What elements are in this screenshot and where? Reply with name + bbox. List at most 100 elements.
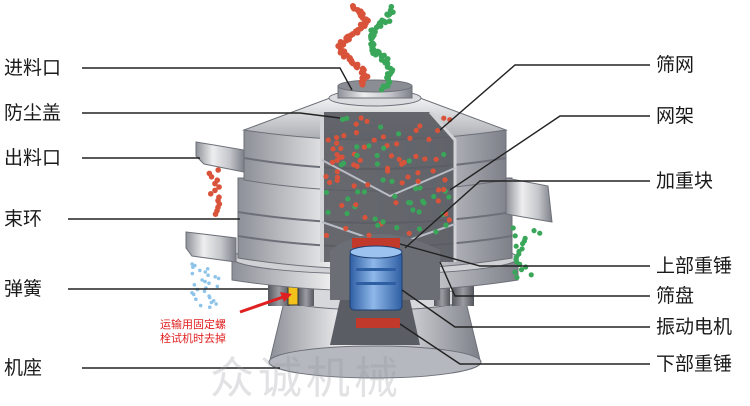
particle: [203, 279, 207, 284]
particle: [431, 193, 437, 200]
particle: [372, 216, 378, 222]
particle: [395, 131, 402, 137]
particle: [442, 177, 448, 183]
particle: [194, 297, 198, 302]
particle: [528, 272, 534, 278]
particle: [375, 48, 381, 55]
particle: [416, 226, 423, 232]
upper-weight-block: [352, 238, 400, 248]
particle: [446, 194, 452, 200]
particle: [330, 146, 336, 152]
particle: [216, 184, 222, 190]
right-outlet-spout: [505, 177, 553, 223]
particle: [426, 136, 432, 143]
particle: [340, 160, 347, 166]
particle: [354, 29, 361, 36]
particle: [215, 284, 220, 289]
particle: [410, 207, 416, 213]
particle: [351, 183, 357, 189]
particle: [441, 186, 447, 193]
particle: [364, 118, 370, 124]
particle: [200, 278, 204, 282]
particle: [361, 144, 367, 150]
particle: [375, 222, 381, 228]
particle: [353, 121, 359, 127]
particle: [422, 156, 428, 162]
particle: [212, 211, 219, 217]
particle: [371, 137, 377, 143]
lower-weight-block: [356, 318, 400, 328]
particle: [216, 276, 221, 281]
particle: [329, 159, 336, 165]
particle: [518, 267, 525, 273]
particle: [202, 289, 207, 294]
particle: [333, 134, 340, 141]
particle: [361, 189, 368, 195]
base-body: [268, 285, 482, 379]
particle: [351, 162, 357, 168]
particle: [512, 269, 518, 275]
particle: [380, 219, 386, 225]
particle: [396, 156, 402, 163]
particle: [380, 134, 386, 140]
particle: [355, 189, 361, 195]
particle: [388, 153, 395, 159]
particle: [215, 167, 221, 173]
particle: [198, 268, 202, 273]
particle: [366, 232, 372, 238]
particle: [435, 187, 442, 193]
particle: [362, 214, 368, 221]
particle: [380, 177, 386, 183]
label-spring: 弹簧: [4, 278, 43, 300]
label-clamp-ring: 束环: [4, 208, 43, 230]
particle: [413, 127, 419, 133]
particle: [323, 232, 330, 239]
label-base: 机座: [4, 357, 43, 379]
particle: [378, 86, 385, 93]
particle: [374, 152, 380, 159]
particle: [416, 209, 422, 215]
particle: [357, 157, 363, 163]
particle: [415, 170, 421, 176]
particle: [208, 174, 215, 180]
particle: [433, 229, 439, 235]
particle: [207, 305, 212, 310]
particle: [368, 27, 374, 34]
particle: [209, 300, 214, 305]
particle: [339, 116, 346, 123]
note-line-2: 栓试机时去掉: [160, 332, 226, 345]
particle: [344, 210, 350, 217]
particle: [385, 168, 391, 174]
label-vibration-motor: 振动电机: [656, 316, 733, 338]
particle: [190, 271, 195, 276]
particle: [377, 124, 384, 130]
particle: [345, 196, 351, 202]
particle: [334, 169, 340, 175]
particle: [334, 140, 340, 146]
particle: [373, 24, 380, 31]
bolt-note-arrow: [239, 292, 292, 314]
upper-outlet-spout: [195, 141, 245, 173]
particle: [339, 202, 345, 209]
particle: [389, 178, 395, 184]
particle: [413, 185, 419, 192]
particle: [406, 158, 412, 164]
particle: [401, 159, 407, 166]
particle: [399, 180, 405, 186]
particle: [366, 143, 372, 149]
particle: [343, 225, 349, 232]
particle: [413, 153, 419, 159]
particle: [374, 161, 380, 167]
label-lower-weight: 下部重锤: [656, 353, 733, 375]
particle: [354, 152, 360, 158]
label-inlet: 进料口: [4, 57, 62, 79]
particle: [385, 12, 391, 18]
particle: [334, 174, 341, 180]
particle: [190, 262, 194, 266]
particle: [203, 270, 208, 274]
particle: [192, 283, 197, 287]
particle: [323, 173, 329, 180]
particle: [394, 225, 400, 231]
particle: [339, 154, 345, 160]
